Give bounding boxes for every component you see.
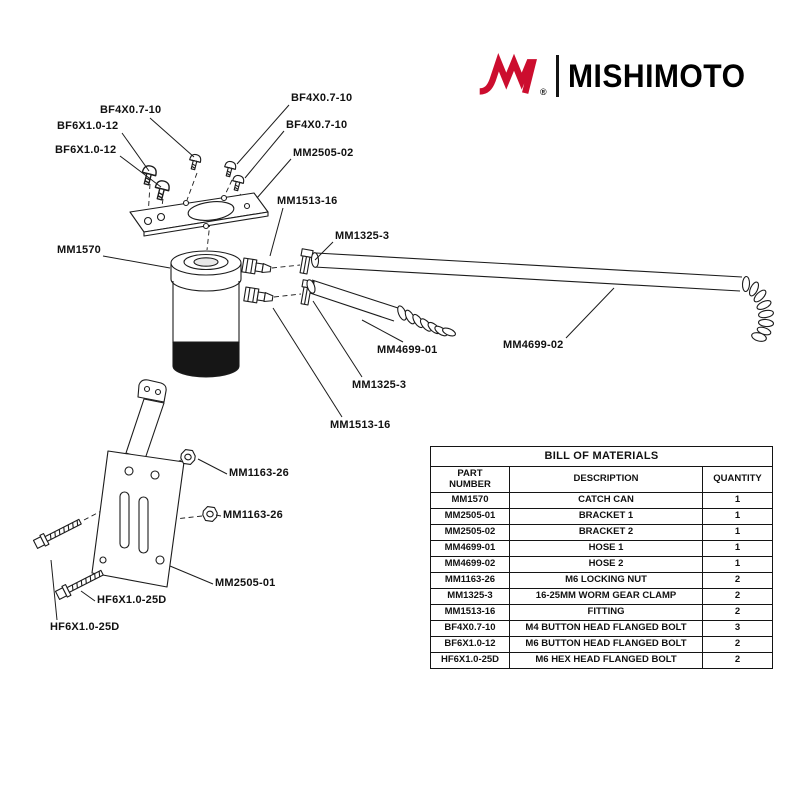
worm-gear-clamp-1 bbox=[299, 248, 314, 275]
bom-col-quantity: QUANTITY bbox=[701, 465, 774, 494]
bom-header-row: PART NUMBER DESCRIPTION QUANTITY bbox=[430, 465, 774, 494]
bom-part-number: MM1325-3 bbox=[430, 588, 510, 605]
part-label-bf4x0.7-10: BF4X0.7-10 bbox=[286, 119, 348, 131]
bom-quantity: 1 bbox=[701, 524, 774, 542]
m4-button-screw-3 bbox=[230, 173, 246, 193]
bom-quantity: 1 bbox=[701, 492, 774, 510]
m4-button-screw-1 bbox=[187, 152, 203, 172]
bom-part-number: MM2505-02 bbox=[430, 524, 510, 542]
m6-locking-nut-2 bbox=[201, 505, 219, 523]
part-label-mm4699-01: MM4699-01 bbox=[377, 344, 438, 356]
part-label-mm1325-3: MM1325-3 bbox=[335, 230, 390, 242]
bom-quantity: 2 bbox=[701, 572, 774, 590]
bom-part-number: MM4699-02 bbox=[430, 556, 510, 574]
bom-part-number: MM1163-26 bbox=[430, 572, 510, 590]
bom-quantity: 1 bbox=[701, 556, 774, 574]
bom-part-number: BF4X0.7-10 bbox=[430, 619, 510, 637]
logo-divider bbox=[555, 55, 559, 97]
part-label-mm1513-16: MM1513-16 bbox=[330, 419, 391, 431]
bom-part-number: MM1570 bbox=[430, 492, 510, 510]
part-label-hf6x1.0-25d: HF6X1.0-25D bbox=[97, 594, 167, 606]
part-label-mm2505-02: MM2505-02 bbox=[293, 147, 354, 159]
bom-table: BILL OF MATERIALS PART NUMBER DESCRIPTIO… bbox=[429, 446, 774, 669]
leader-lines bbox=[50, 104, 615, 621]
bom-description: M6 HEX HEAD FLANGED BOLT bbox=[509, 651, 703, 669]
bom-part-number: MM2505-01 bbox=[430, 508, 510, 526]
bom-description: FITTING bbox=[509, 603, 703, 621]
bom-description: 16-25MM WORM GEAR CLAMP bbox=[509, 588, 703, 605]
part-label-bf6x1.0-12: BF6X1.0-12 bbox=[55, 144, 117, 156]
hose-1 bbox=[306, 279, 456, 337]
part-label-bf4x0.7-10: BF4X0.7-10 bbox=[291, 92, 353, 104]
bom-quantity: 1 bbox=[701, 508, 774, 526]
bom-description: M6 LOCKING NUT bbox=[509, 572, 703, 590]
part-label-mm1163-26: MM1163-26 bbox=[223, 509, 283, 521]
bom-col-part-number: PART NUMBER bbox=[430, 465, 510, 494]
part-label-mm1513-16: MM1513-16 bbox=[277, 195, 338, 207]
part-label-mm2505-01: MM2505-01 bbox=[215, 577, 276, 589]
m6-hex-bolt-1 bbox=[32, 515, 84, 551]
part-label-hf6x1.0-25d: HF6X1.0-25D bbox=[50, 621, 120, 633]
button-head-screws bbox=[139, 152, 246, 202]
bom-description: BRACKET 2 bbox=[509, 524, 703, 542]
part-label-bf6x1.0-12: BF6X1.0-12 bbox=[57, 120, 119, 132]
part-label-mm1570: MM1570 bbox=[57, 244, 101, 256]
bom-quantity: 2 bbox=[701, 588, 774, 605]
bom-part-number: MM4699-01 bbox=[430, 540, 510, 558]
bom-description: M6 BUTTON HEAD FLANGED BOLT bbox=[509, 635, 703, 653]
hose-2 bbox=[310, 252, 775, 342]
brand-wordmark: MISHIMOTO bbox=[567, 57, 746, 94]
bom-title: BILL OF MATERIALS bbox=[429, 446, 774, 467]
fitting-1 bbox=[241, 257, 272, 275]
bom-description: HOSE 2 bbox=[509, 556, 703, 574]
bracket-2-plate bbox=[129, 192, 269, 237]
bom-quantity: 2 bbox=[701, 635, 774, 653]
part-label-mm1163-26: MM1163-26 bbox=[229, 467, 289, 479]
registered-mark: ® bbox=[540, 87, 547, 97]
fitting-2 bbox=[243, 286, 274, 304]
bom-quantity: 3 bbox=[701, 619, 774, 637]
bom-description: M4 BUTTON HEAD FLANGED BOLT bbox=[509, 619, 703, 637]
bom-part-number: HF6X1.0-25D bbox=[430, 651, 510, 669]
part-label-mm4699-02: MM4699-02 bbox=[503, 339, 564, 351]
part-label-mm1325-3: MM1325-3 bbox=[352, 379, 407, 391]
bom-part-number: MM1513-16 bbox=[430, 603, 510, 621]
bom-col-description: DESCRIPTION bbox=[509, 465, 703, 494]
catch-can bbox=[170, 250, 242, 378]
bill-of-materials: BILL OF MATERIALS PART NUMBER DESCRIPTIO… bbox=[429, 446, 774, 669]
bom-part-number: BF6X1.0-12 bbox=[430, 635, 510, 653]
m4-button-screw-2 bbox=[222, 159, 238, 179]
part-label-bf4x0.7-10: BF4X0.7-10 bbox=[100, 104, 162, 116]
bom-quantity: 1 bbox=[701, 540, 774, 558]
mishimoto-logo: ® MISHIMOTO bbox=[478, 52, 756, 100]
bom-quantity: 2 bbox=[701, 651, 774, 669]
bom-description: HOSE 1 bbox=[509, 540, 703, 558]
bom-description: BRACKET 1 bbox=[509, 508, 703, 526]
bracket-1 bbox=[91, 379, 185, 588]
bom-quantity: 2 bbox=[701, 603, 774, 621]
mishimoto-m-icon bbox=[479, 53, 537, 95]
bom-description: CATCH CAN bbox=[509, 492, 703, 510]
